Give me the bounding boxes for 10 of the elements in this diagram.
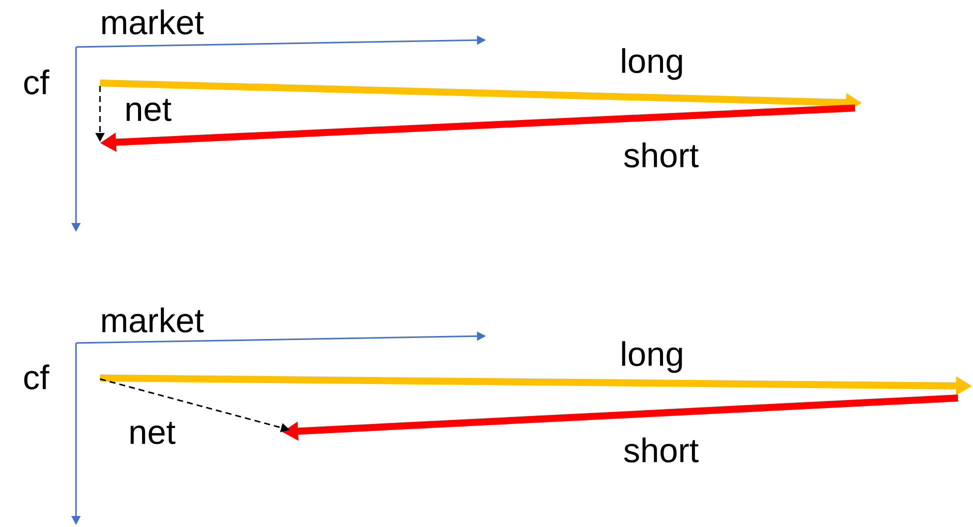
axis-label: market xyxy=(102,308,204,332)
vector-label: short xyxy=(624,438,699,462)
axis-label: cf xyxy=(24,364,50,390)
vector-label: long xyxy=(622,341,682,373)
axis-label: market xyxy=(102,10,204,34)
vector-label: long xyxy=(622,48,682,80)
vector-label: short xyxy=(624,142,699,168)
vector-label: net xyxy=(126,98,172,122)
axis-label: cf xyxy=(24,70,50,94)
vector-label: net xyxy=(130,422,176,444)
